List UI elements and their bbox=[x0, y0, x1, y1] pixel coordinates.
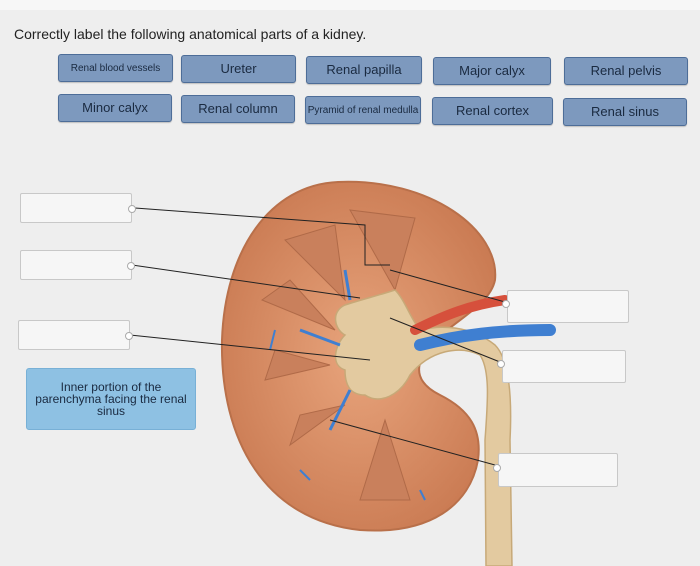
leader-line-1 bbox=[134, 207, 390, 266]
question-prompt: Correctly label the following anatomical… bbox=[14, 26, 367, 42]
interlobar-vessel bbox=[299, 328, 341, 347]
arcuate-vessel bbox=[419, 489, 426, 501]
leader-line-6 bbox=[329, 419, 496, 466]
renal-vein bbox=[414, 324, 556, 351]
drop-target-left-2[interactable] bbox=[20, 250, 132, 280]
drop-target-right-2[interactable] bbox=[502, 350, 626, 383]
interlobar-vessel bbox=[328, 389, 352, 431]
label-chip-renal-papilla[interactable]: Renal papilla bbox=[306, 56, 422, 84]
drop-target-handle bbox=[502, 300, 510, 308]
leader-line-4 bbox=[389, 269, 506, 303]
label-chip-pyramid-of-renal-medulla[interactable]: Pyramid of renal medulla bbox=[305, 96, 421, 124]
label-chip-renal-pelvis[interactable]: Renal pelvis bbox=[564, 57, 688, 85]
drop-target-handle bbox=[128, 205, 136, 213]
pyramid-lower-left bbox=[264, 349, 331, 381]
pyramid-bottom-left bbox=[289, 404, 346, 447]
drop-target-right-1[interactable] bbox=[507, 290, 629, 323]
label-chip-ureter[interactable]: Ureter bbox=[181, 55, 296, 83]
label-chip-renal-cortex[interactable]: Renal cortex bbox=[432, 97, 553, 125]
renal-artery bbox=[410, 295, 510, 335]
drop-target-handle bbox=[125, 332, 133, 340]
drop-target-handle bbox=[493, 464, 501, 472]
label-chip-minor-calyx[interactable]: Minor calyx bbox=[58, 94, 172, 122]
arcuate-vessel bbox=[299, 469, 311, 481]
pyramid-left bbox=[260, 279, 336, 331]
pyramid-bottom bbox=[359, 418, 411, 501]
drop-target-handle bbox=[127, 262, 135, 270]
top-bar bbox=[0, 0, 700, 10]
drop-target-left-1[interactable] bbox=[20, 193, 132, 223]
label-chip-renal-sinus[interactable]: Renal sinus bbox=[563, 98, 687, 126]
placed-label-inner-portion[interactable]: Inner portion of the parenchyma facing t… bbox=[26, 368, 196, 430]
arcuate-vessel bbox=[269, 329, 276, 351]
leader-line-5 bbox=[389, 317, 501, 363]
label-chip-major-calyx[interactable]: Major calyx bbox=[433, 57, 551, 85]
drop-target-handle bbox=[497, 360, 505, 368]
pyramid-upper-left bbox=[284, 224, 346, 302]
drop-target-left-3[interactable] bbox=[18, 320, 130, 350]
drop-target-right-3[interactable] bbox=[498, 453, 618, 487]
interlobar-vessel bbox=[343, 269, 352, 301]
label-chip-renal-column[interactable]: Renal column bbox=[181, 95, 295, 123]
label-chip-renal-blood-vessels[interactable]: Renal blood vessels bbox=[58, 54, 173, 82]
pyramid-top bbox=[349, 209, 416, 292]
leader-line-2 bbox=[131, 264, 361, 299]
leader-line-3 bbox=[129, 334, 371, 361]
